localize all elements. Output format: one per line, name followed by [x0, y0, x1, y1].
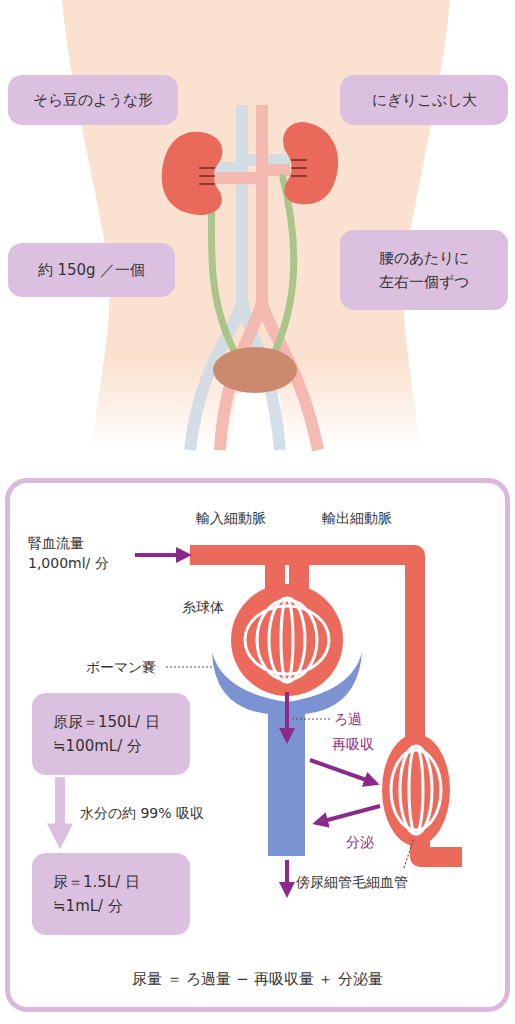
body-silhouette: [62, 0, 450, 450]
part-label: ろ過: [334, 709, 362, 729]
edge-label: 水分の約 99% 吸収: [78, 803, 206, 823]
part-label: 再吸収: [332, 734, 374, 754]
part-label: 分泌: [346, 832, 374, 852]
part-label: 腎血流量 1,000ml/ 分: [28, 533, 124, 574]
part-label: 糸球体: [182, 597, 224, 617]
volume-box: 尿＝1.5L/ 日 ≒1mL/ 分: [32, 853, 190, 935]
volume-box: 原尿＝150L/ 日 ≒100mL/ 分: [32, 693, 190, 775]
ureter: [211, 178, 293, 358]
box-text: 原尿＝150L/ 日 ≒100mL/ 分: [53, 710, 169, 758]
feature-box: 約 150g ／一個: [8, 243, 175, 297]
box-text: 腰のあたりに 左右一個ずつ: [374, 246, 474, 294]
box-text: そら豆のような形: [33, 88, 153, 112]
glomerulus: [231, 584, 343, 696]
right-kidney: [283, 122, 338, 204]
bladder: [213, 347, 297, 393]
leader-line: [166, 667, 414, 868]
feature-box: そら豆のような形: [8, 75, 178, 125]
arteriole: [190, 555, 462, 857]
part-label: 輸入細動脈: [196, 508, 266, 528]
feature-box: にぎりこぶし大: [340, 75, 508, 125]
box-text: にぎりこぶし大: [372, 88, 477, 112]
formula-text: 尿量 ＝ ろ過量 − 再吸収量 ＋ 分泌量: [10, 967, 505, 991]
feature-box: 腰のあたりに 左右一個ずつ: [340, 230, 508, 310]
panel-ground: [8, 481, 507, 1009]
hilum: [200, 160, 306, 184]
glomerulus-loops: [245, 598, 329, 682]
part-label: ボーマン嚢: [86, 657, 156, 677]
peritubular-capillary: [382, 734, 450, 846]
box-text: 約 150g ／一個: [38, 258, 146, 282]
part-label: 傍尿細管毛細血管: [296, 872, 408, 892]
capillary-loops: [391, 746, 441, 834]
left-kidney: [162, 132, 223, 215]
box-text: 尿＝1.5L/ 日 ≒1mL/ 分: [53, 870, 169, 918]
part-label: 輸出細動脈: [322, 508, 392, 528]
flow-connector: [55, 777, 65, 839]
